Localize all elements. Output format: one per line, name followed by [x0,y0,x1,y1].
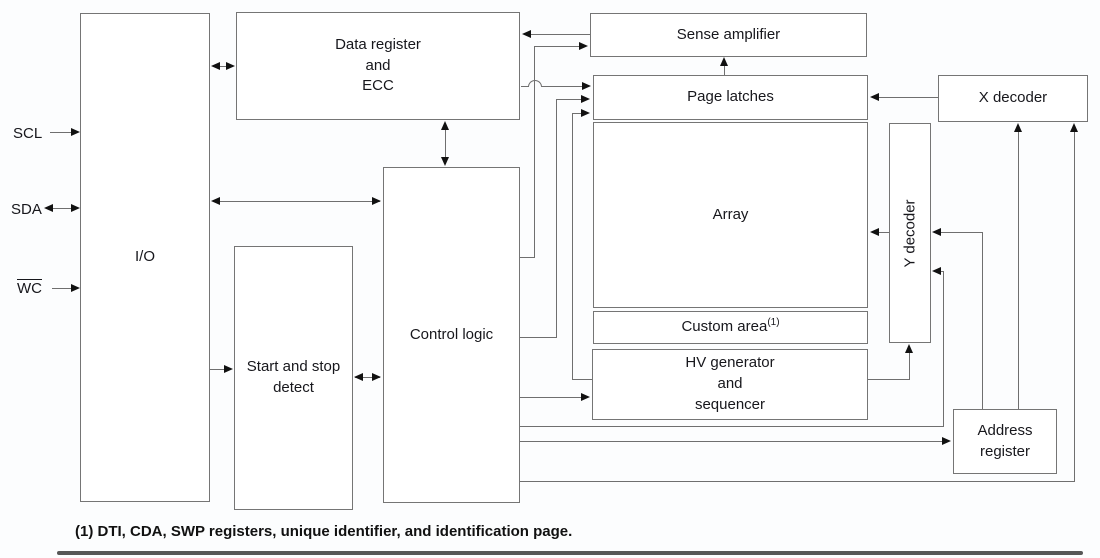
connector-control-sense-a [520,257,535,258]
wc-line [52,288,72,289]
connector-x-decoder-page-latches [874,97,938,98]
connector-hv-page-latches-c [572,113,582,114]
connector-address-y-decoder-b [938,232,983,233]
connector-start-stop-control [355,377,380,378]
start-stop-control-arrowhead-left [354,373,363,381]
x-decoder-box: X decoder [938,75,1088,122]
start-stop-control-arrowhead-right [372,373,381,381]
control-address-register-arrowhead [942,437,951,445]
array-label: Array [712,205,749,223]
connector-io-control [213,201,380,202]
connector-hv-y-decoder-b [909,348,910,379]
sense-amplifier-label: Sense amplifier [676,25,781,43]
connector-control-page-latches-a [520,337,557,338]
sense-amplifier-box: Sense amplifier [590,13,867,57]
scl-signal-label: SCL [13,125,43,142]
sda-line [50,208,74,209]
line-hop [528,80,542,87]
start-stop-detect-label: Start and stop detect [246,358,341,396]
connector-hv-y-decoder-a [868,379,910,380]
connector-y-decoder-array [874,232,889,233]
connector-control-sense-c [534,46,580,47]
data-register-control-arrowhead-down [441,157,449,166]
data-register-control-arrowhead-up [441,121,449,130]
connector-page-latches-sense-amplifier [724,59,725,75]
connector-io-data-register [213,66,233,67]
custom-area-box: Custom area(1) [593,311,868,344]
control-page-latches-arrowhead [581,95,590,103]
connector-control-address-register [520,441,943,442]
control-sense-arrowhead [579,42,588,50]
data-register-ecc-label: Data register and ECC [335,35,421,95]
hv-y-decoder-arrowhead [905,344,913,353]
control-x-decoder-arrowhead [1070,123,1078,132]
connector-control-y-decoder-b [943,272,944,427]
custom-area-label: Custom area(1) [681,317,780,336]
connector-hv-page-latches-a [573,379,592,380]
hv-generator-label: HV generator and sequencer [685,354,775,413]
y-decoder-label: Y decoder [901,198,919,268]
control-logic-box: Control logic [383,167,520,503]
start-stop-detect-box: Start and stop detect [234,246,353,510]
io-box: I/O [80,13,210,502]
data-register-page-latches-arrowhead [582,82,591,90]
connector-data-register-page-latches-a [521,86,529,87]
control-logic-label: Control logic [409,325,494,343]
wc-signal-label: WC [17,280,42,297]
array-box: Array [593,122,868,308]
connector-control-x-decoder-b [1074,130,1075,481]
wc-arrowhead [71,284,80,292]
io-start-stop-arrowhead [224,365,233,373]
x-decoder-page-latches-arrowhead [870,93,879,101]
connector-address-x-decoder [1018,130,1019,409]
sda-signal-label: SDA [11,201,42,218]
connector-data-register-page-latches-b [542,86,583,87]
sda-arrowhead-right [71,204,80,212]
hv-generator-box: HV generator and sequencer [592,349,868,420]
connector-control-sense-b [534,46,535,258]
hv-page-latches-arrowhead [581,109,590,117]
control-y-decoder-arrowhead [932,267,941,275]
page-latches-box: Page latches [593,75,868,120]
io-control-arrowhead-right [372,197,381,205]
connector-control-y-decoder-c [938,271,944,272]
data-register-ecc-box: Data register and ECC [236,12,520,120]
sense-data-register-arrowhead [522,30,531,38]
io-control-arrowhead-left [211,197,220,205]
io-data-register-arrowhead-left [211,62,220,70]
connector-control-y-decoder-a [520,426,944,427]
address-x-decoder-arrowhead [1014,123,1022,132]
connector-control-page-latches-b [556,99,557,338]
connector-control-page-latches-c [556,99,582,100]
y-decoder-array-arrowhead [870,228,879,236]
connector-address-y-decoder-a [982,233,983,409]
scl-line [50,132,72,133]
address-register-box: Address register [953,409,1057,474]
page-latches-label: Page latches [687,88,774,106]
page-latches-sense-arrowhead [720,57,728,66]
connector-control-x-decoder-a [520,481,1075,482]
custom-area-footnote-ref: (1) [767,317,780,329]
io-label: I/O [134,248,155,266]
scl-arrowhead [71,128,80,136]
connector-control-hv [520,397,582,398]
connector-sense-amplifier-data-register [524,34,590,35]
control-hv-arrowhead [581,393,590,401]
connector-hv-page-latches-b [572,113,573,380]
connector-data-register-control [445,124,446,164]
y-decoder-box: Y decoder [889,123,931,343]
io-data-register-arrowhead-right [226,62,235,70]
x-decoder-label: X decoder [978,89,1048,107]
address-register-label: Address register [977,421,1033,460]
address-y-decoder-arrowhead [932,228,941,236]
bottom-divider [57,551,1083,555]
sda-arrowhead-left [44,204,53,212]
footnote: (1) DTI, CDA, SWP registers, unique iden… [75,523,573,540]
connector-io-start-stop [210,369,226,370]
